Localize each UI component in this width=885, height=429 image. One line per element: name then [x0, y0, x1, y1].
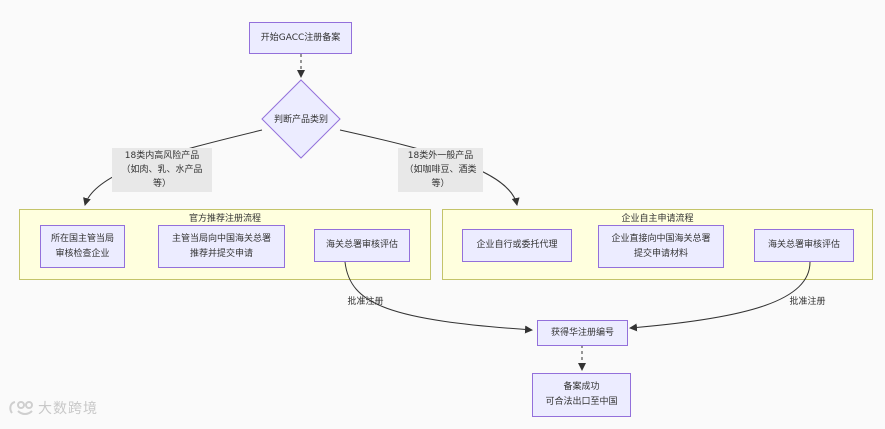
cluster-title-self: 企业自主申请流程	[621, 214, 694, 224]
node-success: 备案成功 可合法出口至中国	[532, 373, 631, 417]
decision-label: 判断产品类别	[273, 115, 328, 125]
node-authority-recommend: 主管当局向中国海关总署 推荐并提交申请	[158, 225, 285, 268]
node-self-or-agent: 企业自行或委托代理	[462, 229, 572, 262]
edge-label-approve-left: 批准注册	[347, 297, 384, 307]
decision-diamond	[261, 79, 341, 159]
node-gacc-review-right: 海关总署审核评估	[754, 229, 854, 262]
watermark: 大数跨境	[8, 398, 98, 418]
edge-label-general: 18类外一般产品 （如咖啡豆、酒类等）	[398, 148, 483, 192]
cluster-title-official: 官方推荐注册流程	[188, 214, 261, 224]
node-authority-review: 所在国主管当局 审核检查企业	[40, 225, 125, 268]
edge-right-reg	[629, 261, 811, 332]
node-direct-submit: 企业直接向中国海关总署 提交申请材料	[598, 225, 724, 268]
edge-left-reg	[344, 261, 533, 334]
start-node: 开始GACC注册备案	[249, 22, 352, 54]
edge-label-high-risk: 18类内高风险产品 （如肉、乳、水产品等）	[112, 148, 212, 192]
watermark-logo-icon	[9, 401, 33, 415]
node-registration-number: 获得华注册编号	[537, 320, 628, 346]
watermark-text: 大数跨境	[38, 401, 98, 417]
edge-label-approve-right: 批准注册	[789, 297, 826, 307]
node-gacc-review-left: 海关总署审核评估	[314, 229, 410, 262]
